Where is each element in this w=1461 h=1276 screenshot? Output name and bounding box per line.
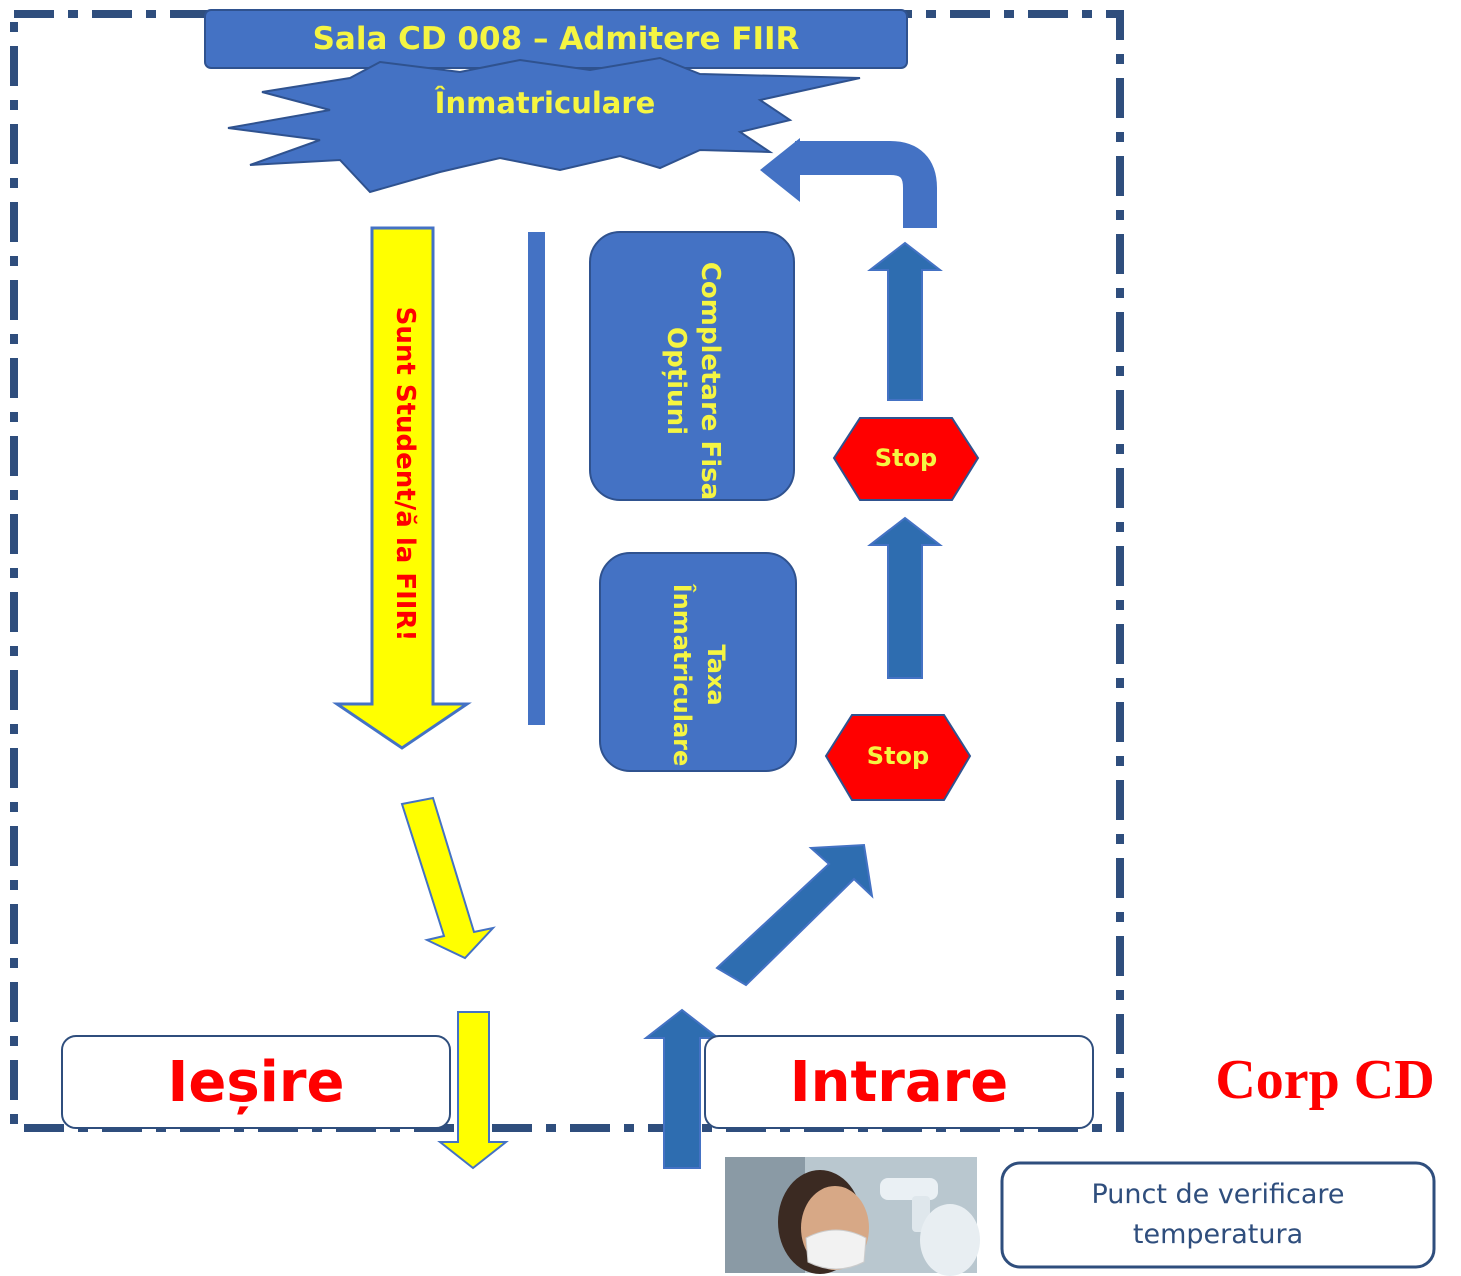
checkpoint-label: Punct de verificare temperatura [1002,1163,1434,1267]
up-arrow-middle [867,516,943,679]
checkpoint-line2: temperatura [1132,1219,1304,1250]
completare-fisa-line1: Completare Fisa [695,261,725,501]
stop-sign-lower [824,714,972,801]
diagonal-entry-arrow [715,843,874,987]
building-label: Corp CD [1215,1049,1435,1111]
completare-fisa-line2: Opțiuni [661,327,691,435]
taxa-label: Taxa Înmatriculare [663,560,733,790]
taxa-box [599,552,797,772]
checkpoint-box [1000,1161,1436,1269]
stop-upper-label: Stop [874,444,938,472]
temperature-check-photo [725,1157,980,1276]
taxa-line1: Taxa [702,644,730,706]
up-arrow-top [867,241,943,401]
diagonal-exit-arrow [400,796,496,960]
completare-fisa-box [589,231,795,501]
completare-fisa-label: Completare Fisa Opțiuni [657,241,727,521]
stop-lower-label: Stop [866,742,930,770]
student-arrow-label: Sunt Student/ă la FIIR! [390,306,420,642]
student-arrow [332,226,472,750]
entry-up-arrow [643,1008,721,1169]
entrance-box [704,1035,1094,1129]
entrance-label: Intrare [789,1049,1009,1115]
inmatriculare-burst [227,56,861,194]
divider-line [528,232,545,725]
exit-label: Ieșire [167,1049,345,1115]
checkpoint-line1: Punct de verificare [1091,1179,1345,1210]
curved-arrow-to-inmatriculare [795,141,937,228]
room-boundary [10,10,1124,1132]
taxa-line2: Înmatriculare [668,583,696,767]
exit-box [61,1035,451,1129]
curved-arrow-head [760,138,800,202]
stop-sign-upper [832,417,980,501]
burst-label: Înmatriculare [434,85,656,120]
exit-down-arrow [437,1011,509,1170]
header-title: Sala CD 008 – Admitere FIIR [312,21,800,57]
